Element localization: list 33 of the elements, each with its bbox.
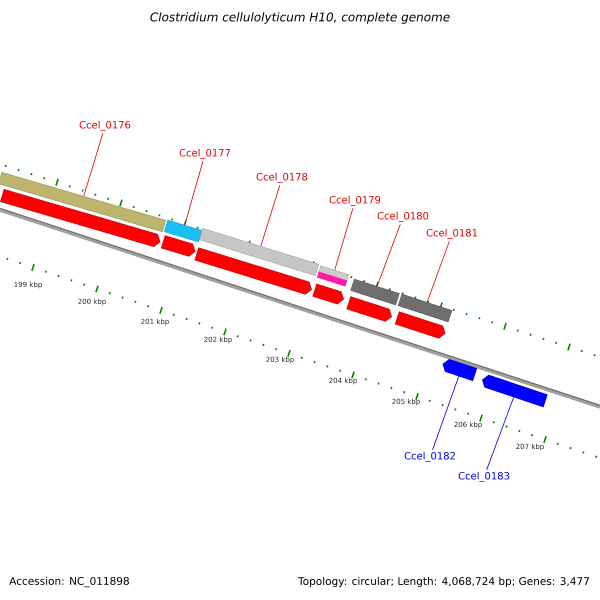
gene-bar [198, 228, 320, 276]
gene-label: Ccel_0177 [180, 148, 230, 159]
leader-line [260, 184, 280, 246]
gene-bar [398, 294, 452, 322]
leader-line [486, 396, 514, 470]
gene-label: Ccel_0180 [378, 212, 428, 222]
gene-label: Ccel_0176 [80, 120, 130, 131]
gene-label: Ccel_0181 [426, 228, 477, 239]
gene-bar [164, 220, 202, 242]
gene-bar [350, 278, 400, 306]
accession-text: Accession: NC_011898 [9, 576, 129, 588]
leader-line [376, 224, 401, 287]
title: Clostridium cellulolyticum H10, complete genome [150, 12, 450, 24]
gene-block [161, 235, 196, 257]
leader-line [184, 160, 204, 226]
gene-block [194, 247, 312, 295]
gene-label: Ccel_0179 [330, 196, 380, 206]
gene-label: Ccel_0183 [458, 472, 510, 482]
gene-block [442, 359, 478, 381]
leader-line [334, 208, 354, 270]
gene-bar [0, 172, 166, 232]
gene-label: Ccel_0178 [256, 172, 308, 183]
leader-line [83, 132, 104, 196]
gene-block [482, 374, 548, 408]
leader-line [432, 376, 460, 450]
gene-block [346, 296, 392, 322]
gene-label: Ccel_0182 [404, 452, 455, 462]
gene-bar [316, 266, 350, 286]
gene-block [0, 189, 160, 247]
leader-line [426, 240, 450, 303]
gene-block [312, 284, 344, 304]
gene-block [394, 311, 446, 339]
genome-info-text: Topology: circular; Length: 4,068,724 bp; Genes: 3,477 [298, 576, 589, 588]
